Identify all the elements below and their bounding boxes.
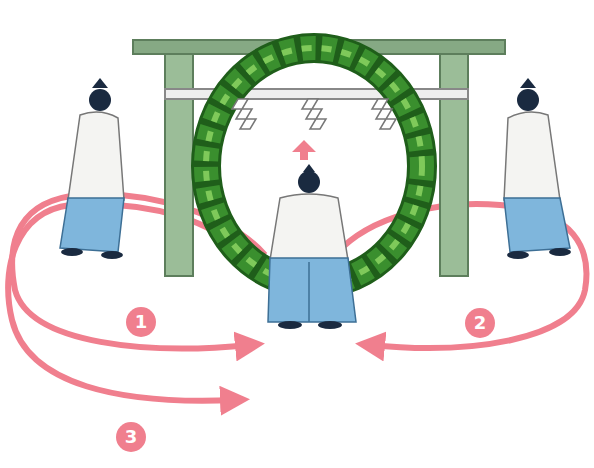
priest-right bbox=[504, 78, 571, 259]
callout-text: 3 bbox=[125, 428, 138, 446]
callout-number: 3 bbox=[116, 422, 146, 452]
grass-ring bbox=[206, 48, 422, 284]
torii-gate bbox=[133, 40, 505, 276]
walking-arrows bbox=[8, 194, 586, 400]
priest-left bbox=[60, 78, 124, 259]
callout-text: 1 bbox=[135, 313, 148, 331]
priest-center bbox=[268, 164, 356, 329]
direction-arrow bbox=[292, 140, 316, 160]
callout-text: 2 bbox=[474, 314, 487, 332]
callout-number: 1 bbox=[126, 307, 156, 337]
shide-papers bbox=[232, 99, 396, 129]
callout-number: 2 bbox=[465, 308, 495, 338]
